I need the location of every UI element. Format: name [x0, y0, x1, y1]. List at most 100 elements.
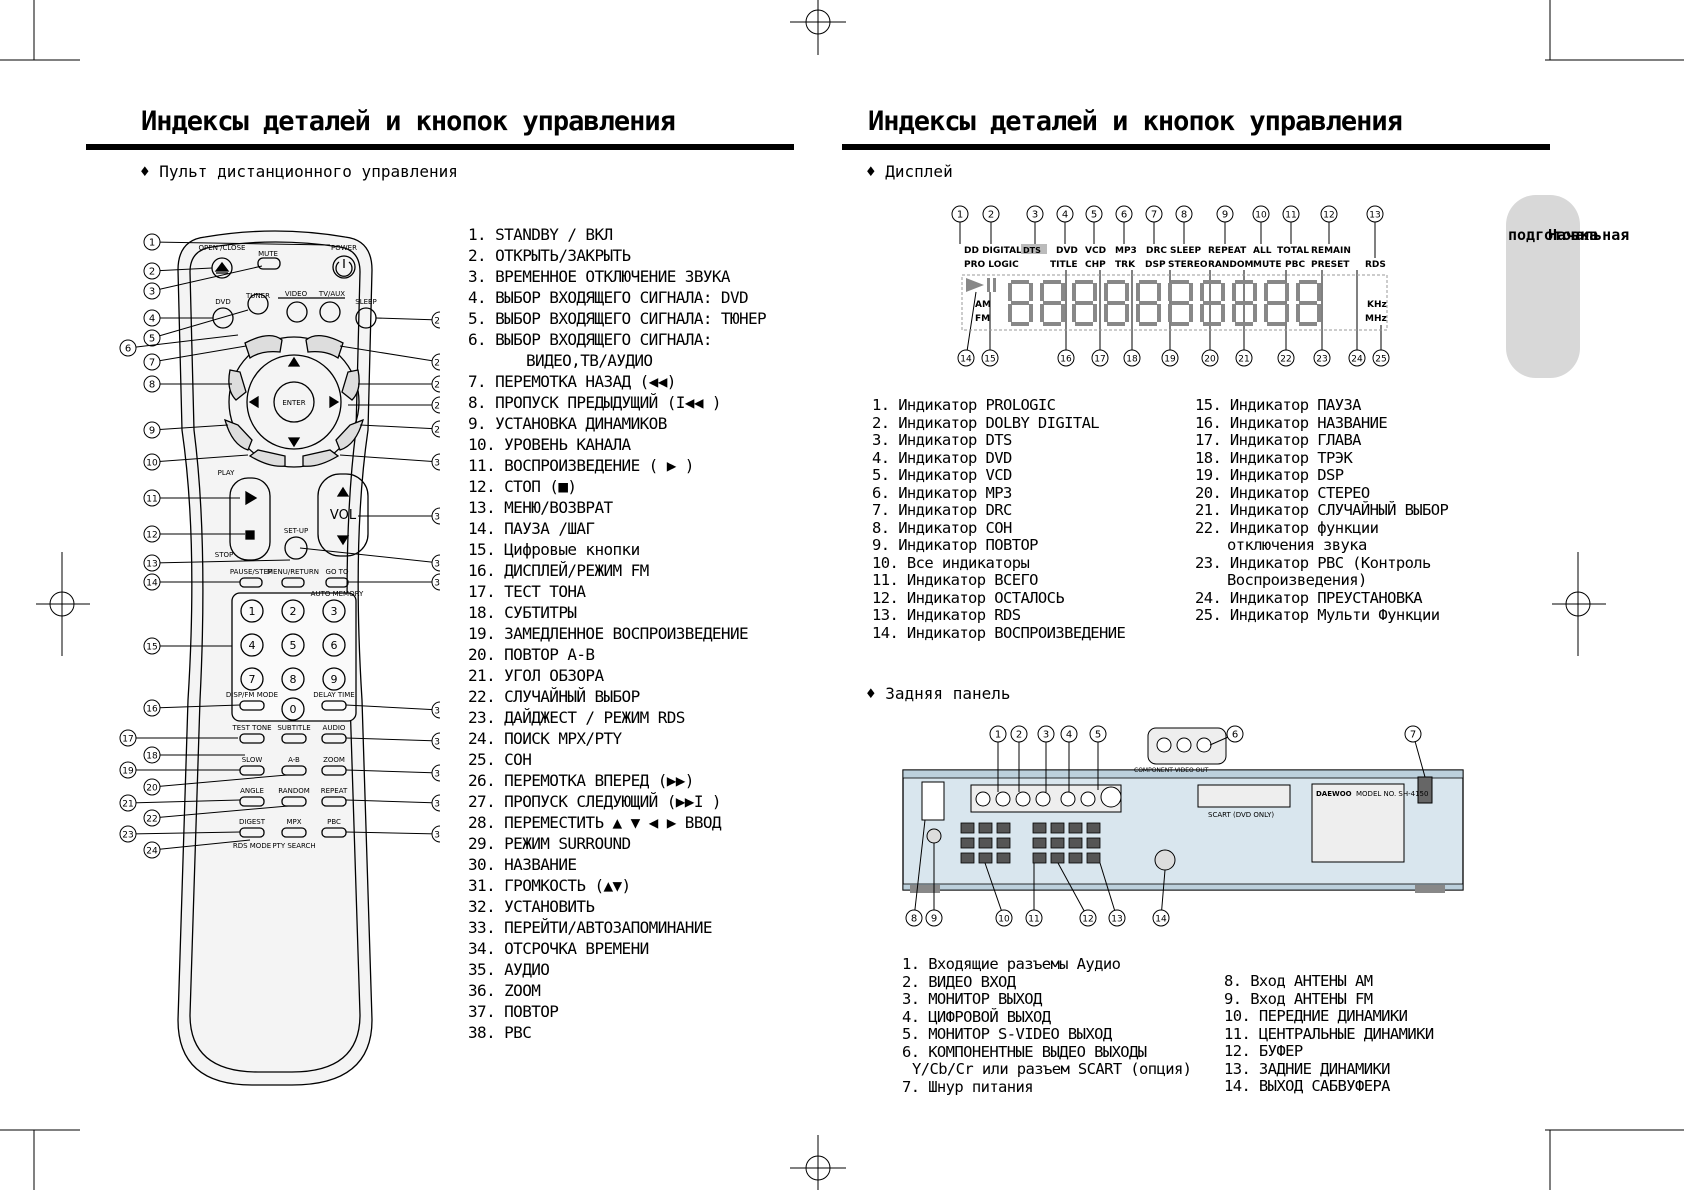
legend-item: 27. ПРОПУСК СЛЕДУЮЩИЙ (▶▶I ) [468, 792, 722, 811]
svg-text:REPEAT: REPEAT [321, 787, 348, 795]
svg-text:0: 0 [290, 703, 297, 716]
legend-item: 5. МОНИТОР S-VIDEO ВЫХОД [902, 1025, 1112, 1043]
display-segment [1235, 301, 1253, 305]
callout-number: 35 [434, 738, 440, 748]
callout-circle [981, 349, 999, 367]
callout-number: 12 [146, 531, 157, 541]
callout-number: 1 [957, 210, 963, 221]
callout-number: 23 [1316, 355, 1327, 365]
legend-item: 32. УСТАНОВИТЬ [468, 897, 595, 916]
legend-item: 3. МОНИТОР ВЫХОД [902, 990, 1042, 1008]
display-segment [1093, 304, 1097, 322]
svg-text:MUTE: MUTE [258, 250, 278, 258]
callout-circle [119, 729, 137, 747]
legend-item: 21. Индикатор СЛУЧАЙНЫЙ ВЫБОР [1195, 501, 1449, 519]
legend-item: 21. УГОЛ ОБЗОРА [468, 666, 604, 685]
callout-circle [431, 375, 440, 393]
callout-number: 12 [1323, 211, 1334, 221]
display-segment [1104, 283, 1108, 301]
display-legend-left: 1. Индикатор PROLOGIC 2. Индикатор DOLBY… [872, 396, 1126, 642]
callout-circle [951, 205, 969, 223]
display-segment [1317, 283, 1321, 301]
title-rule-left [86, 144, 794, 150]
legend-item: 34. ОТСРОЧКА ВРЕМЕНИ [468, 939, 649, 958]
legend-item: 13. Индикатор RDS [872, 606, 1021, 624]
callout-number: 25 [1375, 355, 1386, 365]
callout-circle [1216, 205, 1234, 223]
legend-item: 23. ДАЙДЖЕСТ / РЕЖИМ RDS [468, 708, 685, 727]
callout-number: 34 [434, 707, 440, 717]
callout-circle [143, 282, 161, 300]
legend-item: 11. ВОСПРОИЗВЕДЕНИЕ ( ▶ ) [468, 456, 694, 475]
callout-number: 5 [149, 334, 155, 345]
display-segment [1139, 301, 1157, 305]
callout-circle [1037, 725, 1055, 743]
callout-circle [1056, 205, 1074, 223]
legend-item: 24. Индикатор ПРЕУСТАНОВКА [1195, 588, 1423, 607]
callout-circle [143, 329, 161, 347]
display-segment [1011, 280, 1029, 284]
display-segment [1136, 304, 1140, 322]
svg-text:ZOOM: ZOOM [323, 756, 345, 764]
callout-number: 7 [1151, 210, 1157, 221]
callout-number: 7 [149, 358, 155, 369]
legend-item: 37. ПОВТОР [468, 1002, 559, 1021]
svg-text:RDS: RDS [1365, 260, 1386, 270]
svg-text:PRESET: PRESET [1311, 260, 1350, 270]
callout-number: 9 [1222, 210, 1228, 221]
legend-item: 2. ВИДЕО ВХОД [902, 972, 1016, 991]
legend-item: отключения звука [1227, 536, 1367, 554]
legend-item: 6. КОМПОНЕНТНЫЕ ВЫДЕО ВЫХОДЫ [902, 1042, 1147, 1061]
legend-item: 14. ВЫХОД САБВУФЕРА [1224, 1077, 1391, 1095]
legend-item: 31. ГРОМКОСТЬ (▲▼) [468, 876, 631, 895]
rear-panel-illustration: DAEWOO MODEL NO. SH-4150 SCART (DVD ONLY… [902, 725, 1464, 927]
svg-text:4: 4 [249, 639, 256, 652]
svg-text:SCART (DVD ONLY): SCART (DVD ONLY) [1208, 811, 1274, 819]
display-segment [1200, 304, 1204, 322]
svg-text:1: 1 [249, 605, 256, 618]
svg-text:PLAY: PLAY [218, 469, 236, 477]
legend-item: 15. Индикатор ПАУЗА [1195, 396, 1362, 414]
display-segment [1061, 304, 1065, 322]
callout-circle [143, 525, 161, 543]
display-segment [1136, 283, 1140, 301]
svg-text:VIDEO: VIDEO [285, 290, 308, 298]
display-segment [1107, 301, 1125, 305]
callout-circle [431, 507, 440, 525]
callout-circle [1366, 205, 1384, 223]
svg-text:COMPONENT VIDEO OUT: COMPONENT VIDEO OUT [1134, 767, 1209, 774]
svg-text:AM: AM [975, 300, 991, 310]
svg-text:MENU/RETURN: MENU/RETURN [267, 568, 319, 576]
display-segment [1171, 280, 1189, 284]
svg-text:8: 8 [290, 673, 297, 686]
callout-circle [143, 375, 161, 393]
callout-number: 6 [1121, 210, 1127, 221]
legend-item: 17. Индикатор ГЛАВА [1195, 431, 1362, 449]
display-segment [1221, 304, 1225, 322]
legend-item: 23. Индикатор PBC (Контроль [1195, 553, 1431, 572]
callout-number: 24 [146, 847, 158, 857]
callout-number: 3 [1032, 210, 1038, 221]
callout-number: 9 [931, 914, 937, 925]
callout-number: 7 [1410, 730, 1416, 741]
svg-text:REMAIN: REMAIN [1311, 246, 1351, 256]
callout-number: 5 [1091, 210, 1097, 221]
display-segment [1011, 322, 1029, 326]
side-tab-col2: подготовка [1508, 228, 1598, 243]
callout-circle [957, 349, 975, 367]
svg-text:PRO LOGIC: PRO LOGIC [964, 260, 1019, 270]
title-rule-right [842, 144, 1550, 150]
callout-circle [1091, 349, 1109, 367]
callout-number: 32 [434, 560, 440, 570]
legend-item: 5. Индикатор VCD [872, 466, 1012, 484]
display-segment [1157, 283, 1161, 301]
svg-text:ANGLE: ANGLE [240, 787, 264, 795]
svg-text:TRK: TRK [1115, 260, 1136, 270]
callout-circle [1085, 205, 1103, 223]
svg-text:5: 5 [290, 639, 297, 652]
legend-item: 26. ПЕРЕМОТКА ВПЕРЕД (▶▶) [468, 771, 694, 790]
display-segment [1168, 283, 1172, 301]
callout-number: 27 [434, 381, 440, 391]
legend-item: 9. Индикатор ПОВТОР [872, 536, 1039, 554]
